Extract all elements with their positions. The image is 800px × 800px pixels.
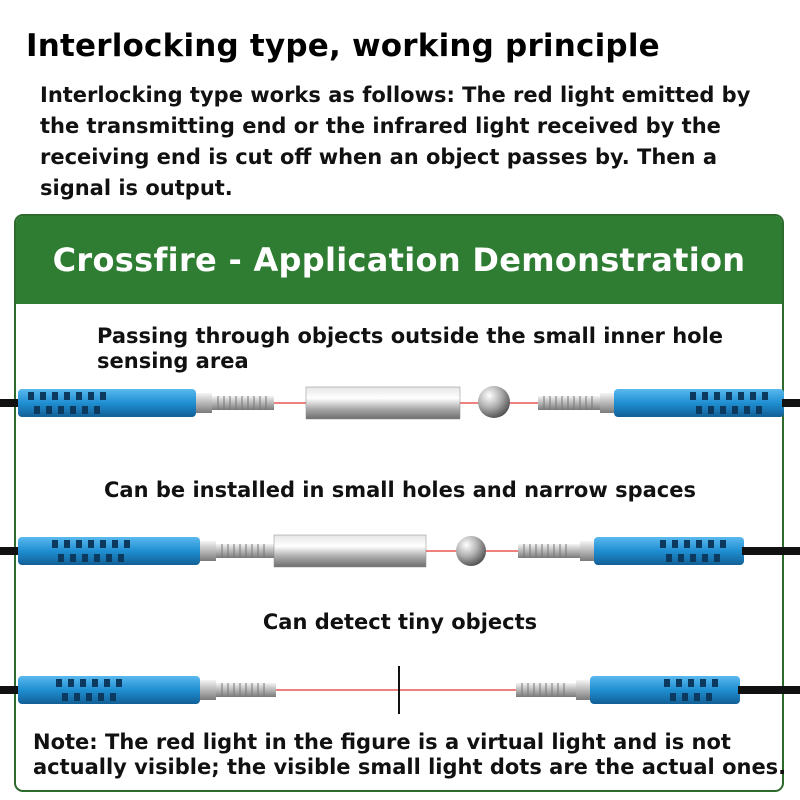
footnote: Note: The red light in the figure is a v…: [33, 730, 787, 779]
scene-2-illustration: [0, 508, 800, 588]
scene-3-illustration: [0, 648, 800, 728]
steel-ball-object: [456, 536, 486, 566]
scene-1-caption: Passing through objects outside the smal…: [97, 324, 724, 373]
metal-tube-object: [305, 386, 461, 420]
transmitter-sensor: [0, 537, 276, 565]
narrow-tube-mount: [273, 534, 427, 568]
scene-2-caption: Can be installed in small holes and narr…: [104, 478, 696, 502]
page-title: Interlocking type, working principle: [26, 28, 660, 64]
principle-description: Interlocking type works as follows: The …: [40, 83, 751, 200]
steel-ball-object: [478, 386, 510, 418]
scene-1-illustration: [0, 364, 800, 444]
scene-3-caption: Can detect tiny objects: [262, 610, 538, 634]
panel-title: Crossfire - Application Demonstration: [16, 216, 782, 304]
receiver-sensor: [518, 537, 800, 565]
transmitter-sensor: [0, 676, 276, 704]
receiver-sensor: [538, 389, 800, 417]
receiver-sensor: [516, 676, 800, 704]
transmitter-sensor: [0, 389, 274, 417]
